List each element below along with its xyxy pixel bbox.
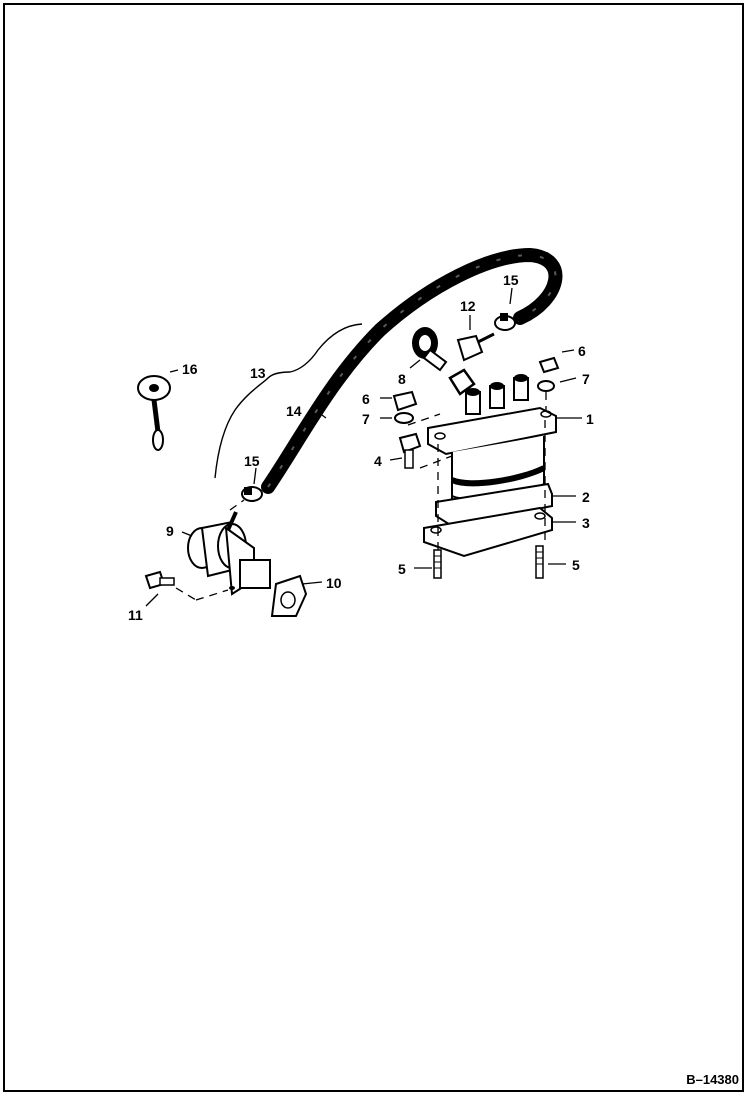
callout-12: 12 [460,298,476,314]
bolt-4 [398,432,422,469]
callout-15-lower: 15 [244,453,260,469]
callout-1: 1 [586,411,594,427]
assembly-lines [175,392,547,601]
hose-clamp-lower [241,486,263,502]
callout-16: 16 [182,361,198,377]
callout-7-right: 7 [582,371,590,387]
callout-9: 9 [166,523,174,539]
shutoff-valve-9 [187,511,271,596]
nut-washer-right [537,356,560,392]
callout-7-left: 7 [362,411,370,427]
fuel-hose [261,247,563,494]
brace-13 [214,323,363,479]
callout-14: 14 [286,403,302,419]
hose-clamp-upper [494,313,516,331]
callout-8: 8 [398,371,406,387]
mounting-plate-3 [423,506,553,558]
callout-15-upper: 15 [503,272,519,288]
stud-left [433,549,442,579]
callout-11: 11 [128,607,143,623]
fitting-12 [456,332,495,362]
stud-right [535,545,544,579]
part-16 [137,375,171,451]
callout-10: 10 [326,575,342,591]
callout-4: 4 [374,453,382,469]
callout-5-right: 5 [572,557,580,573]
banjo-fitting [412,327,448,372]
callout-2: 2 [582,489,590,505]
callout-13: 13 [250,365,266,381]
diagram-frame [3,3,744,1092]
leader-lines [145,287,582,607]
callout-5-left: 5 [398,561,406,577]
nut-washer-left [392,390,418,424]
callout-3: 3 [582,515,590,531]
figure-id: B–14380 [686,1072,739,1087]
callout-6-right: 6 [578,343,586,359]
gasket-10 [270,574,308,617]
gasket-2 [435,482,553,528]
callout-6-left: 6 [362,391,370,407]
bolt-11 [144,570,175,590]
